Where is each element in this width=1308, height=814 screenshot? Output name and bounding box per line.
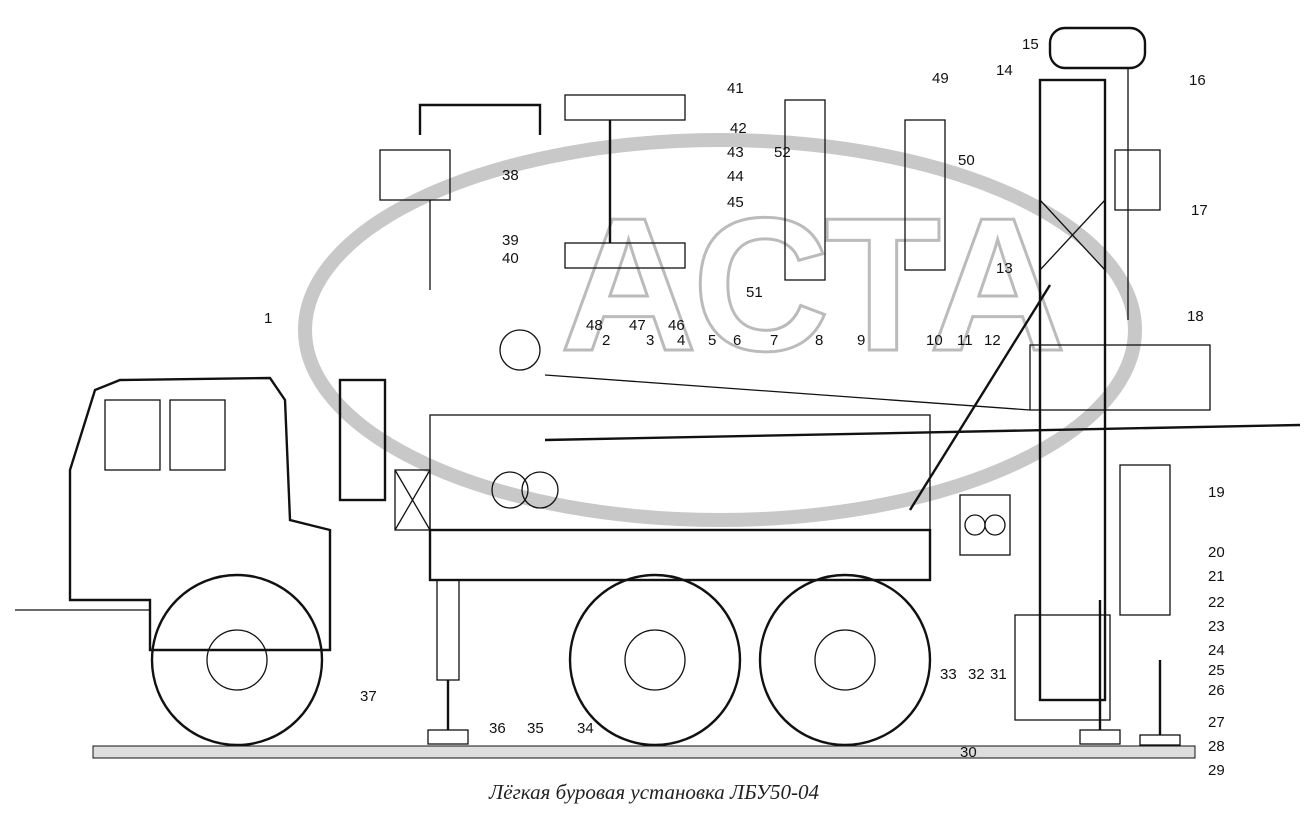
mast [908, 26, 1171, 721]
callout-number: 29 [1208, 762, 1225, 779]
callout-number: 42 [730, 120, 747, 137]
truck-cab [15, 376, 387, 652]
callout-number: 9 [857, 332, 865, 349]
callout-number: 41 [727, 80, 744, 97]
callout-number: 8 [815, 332, 823, 349]
callout-number: 46 [668, 317, 685, 334]
callout-number: 21 [1208, 568, 1225, 585]
callout-number: 10 [926, 332, 943, 349]
callout-number: 44 [727, 168, 744, 185]
detail-views [379, 94, 946, 290]
callout-number: 27 [1208, 714, 1225, 731]
callout-number: 30 [960, 744, 977, 761]
callout-number: 25 [1208, 662, 1225, 679]
callout-number: 40 [502, 250, 519, 267]
wheels [150, 573, 932, 747]
callout-number: 19 [1208, 484, 1225, 501]
outriggers [427, 579, 1181, 746]
callout-number: 3 [646, 332, 654, 349]
callout-number: 43 [727, 144, 744, 161]
callout-number: 50 [958, 152, 975, 169]
diagram-caption: Лёгкая буровая установка ЛБУ50-04 [489, 780, 819, 804]
callout-number: 48 [586, 317, 603, 334]
watermark: АСТА [298, 133, 1142, 527]
callout-number: 47 [629, 317, 646, 334]
callout-number: 24 [1208, 642, 1225, 659]
callout-number: 1 [264, 310, 272, 327]
callout-number: 35 [527, 720, 544, 737]
callout-number: 17 [1191, 202, 1208, 219]
callout-number: 23 [1208, 618, 1225, 635]
callout-number: 51 [746, 284, 763, 301]
callout-number: 28 [1208, 738, 1225, 755]
callout-number: 34 [577, 720, 594, 737]
callout-number: 22 [1208, 594, 1225, 611]
callout-number: 26 [1208, 682, 1225, 699]
callout-number: 39 [502, 232, 519, 249]
callout-number: 20 [1208, 544, 1225, 561]
callout-number: 31 [990, 666, 1007, 683]
callout-numbers: 1 2 3 4 5 6 7 8 9 10 11 12 13 14 15 16 1… [264, 36, 1225, 779]
callout-number: 7 [770, 332, 778, 349]
callout-number: 36 [489, 720, 506, 737]
callout-number: 16 [1189, 72, 1206, 89]
callout-number: 4 [677, 332, 685, 349]
callout-number: 38 [502, 167, 519, 184]
svg-text:АСТА: АСТА [560, 179, 1066, 391]
truck-body [394, 329, 1301, 582]
callout-number: 12 [984, 332, 1001, 349]
callout-number: 5 [708, 332, 716, 349]
callout-number: 2 [602, 332, 610, 349]
callout-number: 18 [1187, 308, 1204, 325]
callout-number: 6 [733, 332, 741, 349]
callout-number: 33 [940, 666, 957, 683]
ground [92, 745, 1196, 759]
callout-number: 37 [360, 688, 377, 705]
callout-number: 15 [1022, 36, 1039, 53]
callout-number: 13 [996, 260, 1013, 277]
callout-number: 49 [932, 70, 949, 87]
callout-number: 45 [727, 194, 744, 211]
callout-number: 11 [957, 332, 973, 349]
callout-number: 32 [968, 666, 985, 683]
callout-number: 52 [774, 144, 791, 161]
callout-number: 14 [996, 62, 1013, 79]
